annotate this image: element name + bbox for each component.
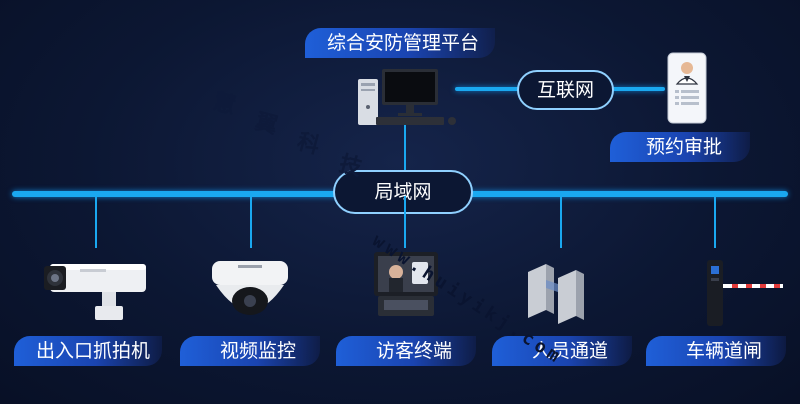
visitor-terminal-icon	[374, 252, 438, 316]
approval-label-text: 预约审批	[646, 136, 723, 158]
device-label-barrier-text: 车辆道闸	[686, 340, 763, 362]
internet-node: 互联网	[517, 70, 614, 110]
drop-line-video	[250, 196, 252, 248]
device-label-turnstile: 人员通道	[492, 336, 632, 366]
computer-icon	[358, 69, 456, 125]
drop-line-turnstile	[560, 196, 562, 248]
device-label-visitor: 访客终端	[336, 336, 476, 366]
barrier-gate-icon	[707, 260, 783, 326]
drop-line-barrier	[714, 196, 716, 248]
lan-node: 局域网	[333, 170, 473, 214]
platform-label: 综合安防管理平台	[305, 28, 495, 58]
device-label-entrance: 出入口抓拍机	[14, 336, 162, 366]
lan-label: 局域网	[374, 181, 432, 203]
device-label-video: 视频监控	[180, 336, 320, 366]
bullet-camera-icon	[44, 264, 146, 320]
watermark-char-1: 慧	[210, 88, 239, 120]
drop-line-entrance	[95, 196, 97, 248]
turnstile-icon	[528, 264, 584, 324]
watermark-char-3: 科	[294, 128, 323, 160]
device-label-entrance-text: 出入口抓拍机	[36, 340, 151, 362]
watermark-char-2: 翼	[252, 108, 281, 140]
internet-label: 互联网	[536, 79, 594, 101]
approval-label: 预约审批	[610, 132, 750, 162]
device-label-barrier: 车辆道闸	[646, 336, 786, 366]
drop-line-visitor	[404, 196, 406, 248]
device-label-video-text: 视频监控	[220, 340, 297, 362]
dome-camera-icon	[212, 261, 288, 315]
device-label-visitor-text: 访客终端	[376, 340, 453, 362]
phone-app-icon	[667, 52, 707, 124]
platform-label-text: 综合安防管理平台	[327, 32, 480, 54]
device-label-turnstile-text: 人员通道	[532, 340, 609, 362]
pc-link-line	[404, 125, 406, 193]
